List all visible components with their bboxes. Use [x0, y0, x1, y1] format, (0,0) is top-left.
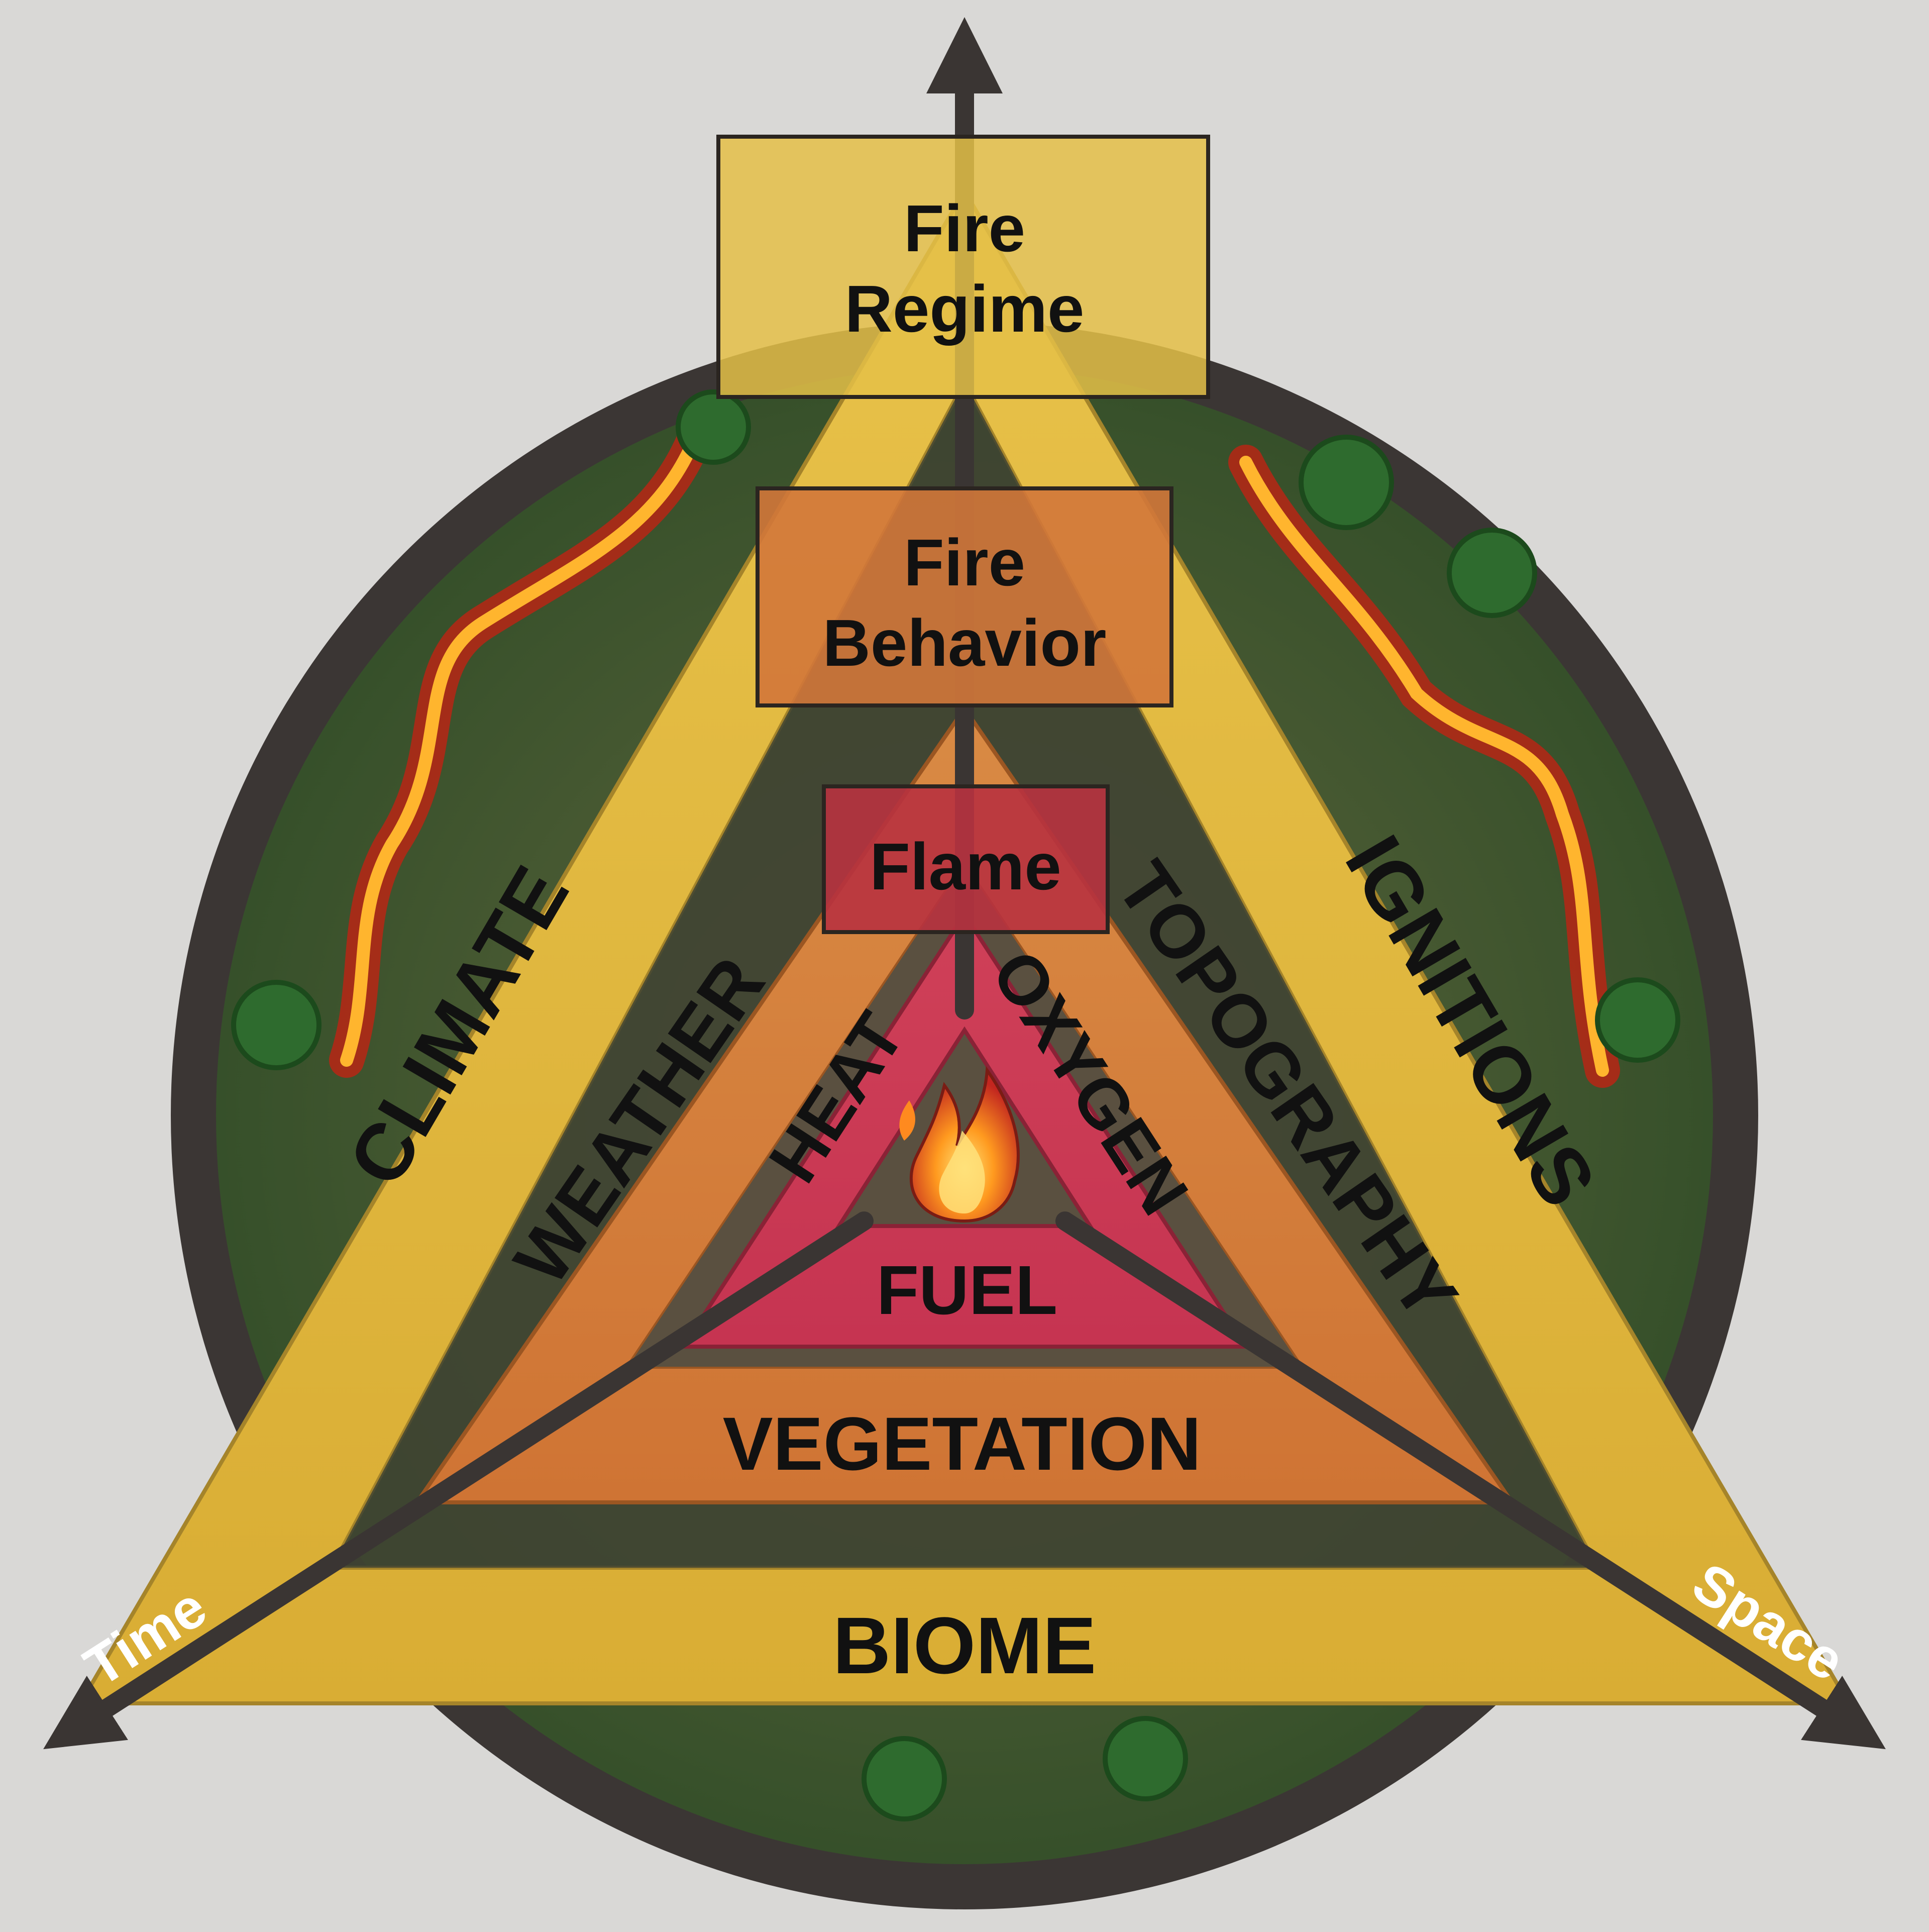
tree-icon — [862, 1736, 947, 1821]
space-axis — [1055, 1211, 1886, 1750]
tree-icon — [1299, 435, 1394, 530]
tree-icon — [1103, 1716, 1188, 1801]
flame-icon — [899, 1066, 1020, 1223]
fire-regime-title-line1: Fire — [904, 191, 1025, 265]
time-axis — [43, 1211, 874, 1750]
vegetation-label: VEGETATION — [723, 1401, 1202, 1486]
tree-icon — [231, 980, 322, 1070]
biome-label: BIOME — [833, 1600, 1096, 1690]
fire-regime-box — [716, 135, 1210, 399]
tree-icon — [676, 389, 751, 465]
flame-title: Flame — [870, 830, 1061, 903]
tree-icon-group — [231, 389, 1680, 1821]
fire-behavior-title-line1: Fire — [904, 526, 1025, 599]
fuel-label: FUEL — [877, 1252, 1057, 1329]
fire-line-icon-right — [1228, 445, 1620, 1088]
tree-icon — [1595, 977, 1680, 1063]
fire-regime-title-line2: Regime — [845, 272, 1085, 346]
tree-icon — [1447, 528, 1537, 618]
fire-line-icon-left — [329, 425, 711, 1078]
fire-behavior-box — [756, 486, 1173, 707]
flame-box — [822, 784, 1110, 934]
fire-behavior-title-line2: Behavior — [823, 606, 1107, 680]
